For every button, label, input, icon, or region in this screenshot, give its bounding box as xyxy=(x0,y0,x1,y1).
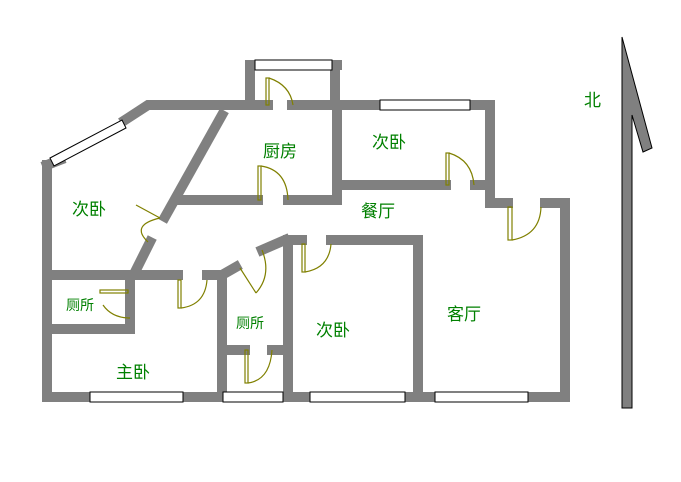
room-label-bedroom-ne: 次卧 xyxy=(372,133,406,153)
north-arrow xyxy=(621,36,653,409)
room-label-dining: 餐厅 xyxy=(361,202,395,222)
windows xyxy=(49,59,529,403)
walls xyxy=(40,60,570,402)
room-label-master: 主卧 xyxy=(116,363,150,383)
room-label-bedroom-s: 次卧 xyxy=(316,321,350,341)
room-label-bedroom-nw: 次卧 xyxy=(72,200,106,220)
doors xyxy=(99,77,542,384)
north-label: 北 xyxy=(584,91,601,111)
room-label-kitchen: 厨房 xyxy=(263,142,297,162)
north-arrow-icon xyxy=(621,36,653,409)
room-label-living: 客厅 xyxy=(447,305,481,325)
room-label-toilet-left: 厕所 xyxy=(66,298,94,314)
room-label-toilet-mid: 厕所 xyxy=(236,316,264,332)
